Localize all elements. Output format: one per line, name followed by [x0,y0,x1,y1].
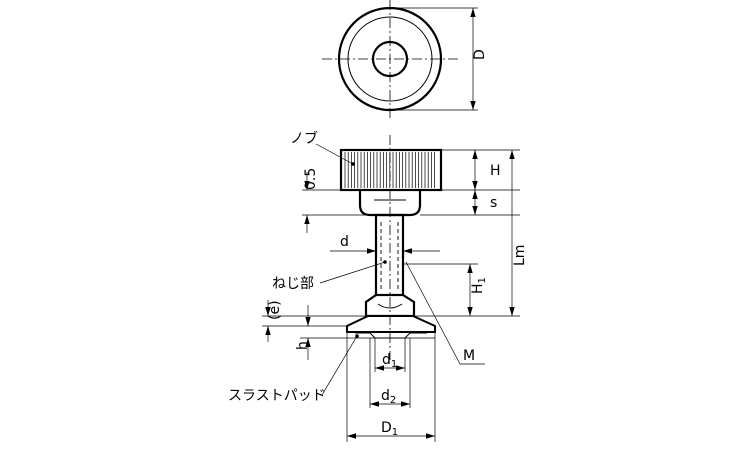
callout-knob-label: ノブ [290,130,318,147]
dim-d2-label: d2 [381,388,396,406]
dim-D-label: D [472,49,488,60]
dim-e-label: (e) [267,300,283,320]
dim-D1-label: D1 [381,420,398,438]
dim-d1-label: d1 [382,352,397,370]
dim-d-label: d [340,234,349,250]
side-view [339,135,443,360]
dim-Lm-label: Lm [512,245,528,266]
callout-M-label: M [463,348,475,364]
dim-s-label: s [490,195,497,211]
dim-H1-label: H1 [470,277,488,294]
knurl-pattern [344,152,435,188]
dim-H-label: H [490,163,501,179]
callout-pad-label: スラストパッド [228,388,326,404]
dim-h-label: h [295,341,311,350]
callouts: ノブ ねじ部 M スラストパッド [228,130,485,404]
top-view: D [322,0,488,118]
dim-gap-label: 0.5 [303,168,319,190]
dimensions: H s Lm H1 0.5 d (e) h [262,149,528,442]
callout-thread-label: ねじ部 [272,276,314,292]
